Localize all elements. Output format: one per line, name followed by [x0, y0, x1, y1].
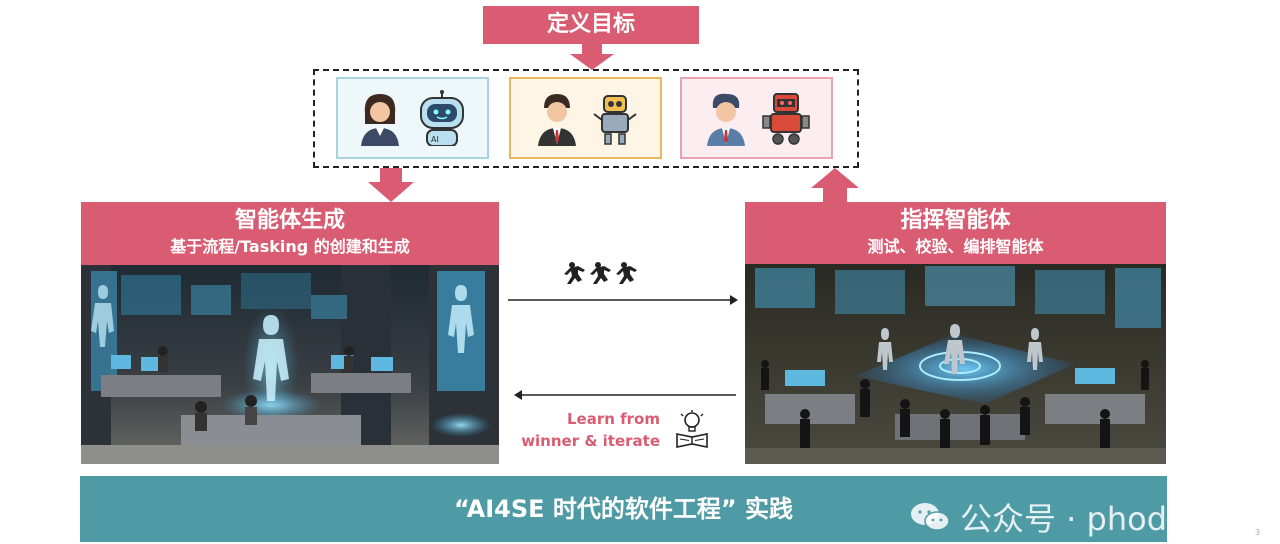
down-arrow-to-generation	[368, 168, 414, 202]
agent-command-header: 指挥智能体 测试、校验、编排智能体	[745, 202, 1166, 264]
red-robot-icon	[761, 93, 810, 145]
right-arrow	[508, 295, 738, 305]
learn-line-2: winner & iterate	[521, 432, 660, 450]
left-arrow	[514, 390, 736, 400]
ai-robot-icon: AI	[419, 90, 464, 146]
learn-iterate-label: Learn from winner & iterate	[510, 408, 660, 452]
agent-generation-title: 智能体生成	[234, 208, 345, 233]
page-number: 3	[1255, 528, 1261, 537]
agent-command-title: 指挥智能体	[900, 208, 1011, 233]
practice-banner: “AI4SE 时代的软件工程” 实践	[80, 476, 1167, 542]
generation-scene-image	[81, 265, 499, 464]
gear-robot-icon	[592, 95, 637, 145]
define-goal-label: 定义目标	[546, 12, 635, 37]
running-agents-icon	[564, 262, 637, 284]
lightbulb-book-icon	[676, 410, 708, 448]
wechat-icon	[911, 503, 950, 531]
define-goal-box: 定义目标	[483, 6, 699, 44]
up-arrow-to-goal	[811, 168, 859, 202]
watermark-text: 公众号 · phodal	[960, 500, 1196, 538]
learn-line-1: Learn from	[566, 410, 660, 428]
man-avatar-icon-2	[706, 93, 745, 146]
man-avatar-icon	[537, 94, 576, 146]
practice-banner-text: “AI4SE 时代的软件工程” 实践	[453, 495, 794, 523]
agent-generation-header: 智能体生成 基于流程/Tasking 的创建和生成	[81, 202, 499, 265]
goal-down-arrow	[570, 44, 614, 70]
command-scene-image	[745, 264, 1166, 464]
team-card-1: AI	[336, 77, 489, 159]
team-card-2	[509, 77, 662, 159]
team-card-3	[680, 77, 833, 159]
agent-team-frame	[313, 69, 859, 168]
woman-avatar-icon	[360, 94, 399, 146]
agent-command-subtitle: 测试、校验、编排智能体	[867, 237, 1044, 256]
wechat-watermark: 公众号 · phodal	[910, 494, 1196, 540]
agent-generation-subtitle: 基于流程/Tasking 的创建和生成	[170, 237, 410, 256]
svg-text:AI: AI	[431, 135, 439, 144]
